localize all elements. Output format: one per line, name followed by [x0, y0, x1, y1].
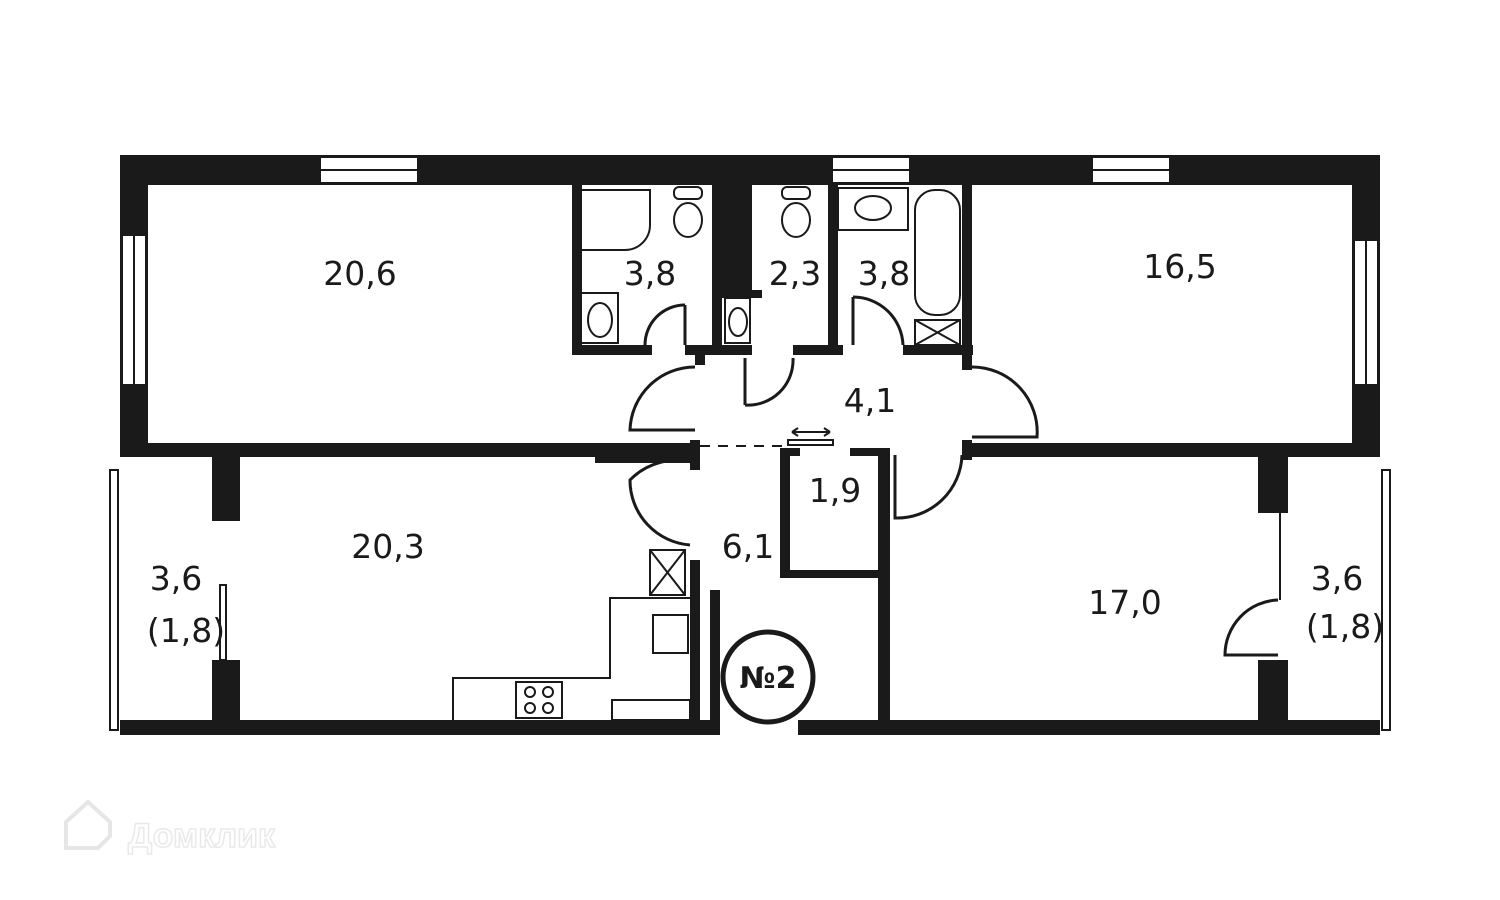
room-area-toilet: 2,3	[769, 254, 821, 293]
room-area-bedroom-top-right: 16,5	[1143, 247, 1216, 286]
room-area-balcony-right: 3,6	[1311, 559, 1363, 598]
room-area-closet: 1,9	[809, 471, 861, 510]
apartment-number: №2	[740, 661, 797, 696]
room-area-bedroom-bottom-right: 17,0	[1088, 583, 1161, 622]
fixtures	[452, 186, 961, 721]
domclick-watermark: Домклик	[64, 799, 277, 856]
room-area-balcony-left-reduced: (1,8)	[147, 611, 225, 650]
doors	[628, 295, 1279, 657]
room-area-corridor: 6,1	[722, 527, 774, 566]
room-area-bathroom-left: 3,8	[624, 254, 676, 293]
room-area-bathroom-right: 3,8	[858, 254, 910, 293]
room-area-kitchen-living: 20,3	[351, 527, 424, 566]
room-area-hall: 4,1	[844, 381, 896, 420]
room-area-balcony-left: 3,6	[150, 559, 202, 598]
room-area-living-top-left: 20,6	[323, 254, 396, 293]
house-logo-icon	[64, 799, 112, 850]
windows	[121, 156, 1379, 386]
walls	[109, 155, 1391, 735]
watermark-text: Домклик	[128, 817, 276, 855]
room-area-balcony-right-reduced: (1,8)	[1306, 607, 1384, 646]
apartment-number-badge: №2	[720, 629, 816, 725]
